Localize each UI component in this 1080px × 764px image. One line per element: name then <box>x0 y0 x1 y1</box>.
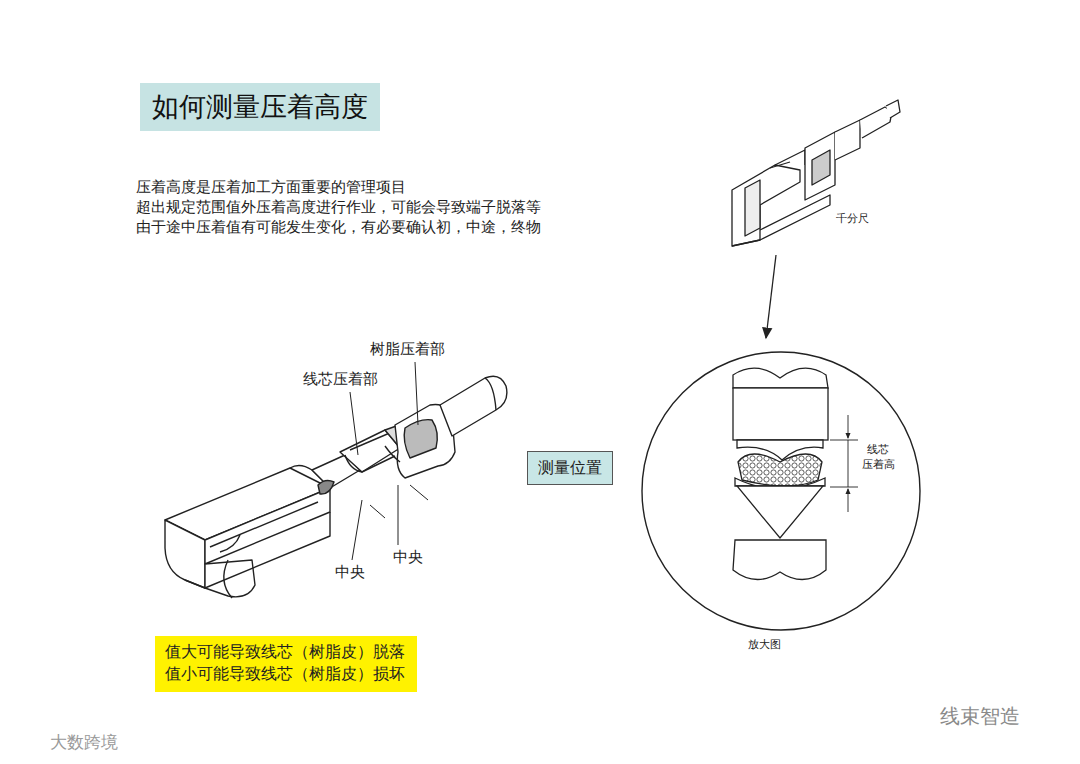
position-mark: 中央 <box>393 548 423 566</box>
position-mark: 中央 <box>335 563 365 581</box>
title-box: 如何测量压着高度 <box>140 83 380 131</box>
description-line: 压着高度是压着加工方面重要的管理项目 <box>136 178 406 196</box>
warning-highlight: 值大可能导致线芯（树脂皮）脱落值小可能导致线芯（树脂皮）损坏 <box>155 636 417 692</box>
title-text: 如何测量压着高度 <box>152 89 368 125</box>
part-name: 树脂压着部 <box>370 340 445 358</box>
description-line: 超出规定范围值外压着高度进行作业，可能会导致端子脱落等 <box>136 198 541 216</box>
watermark: 大数跨境 <box>50 732 118 752</box>
tool-name: 千分尺 <box>836 212 869 225</box>
circle-outline <box>640 350 922 632</box>
description-line: 由于途中压着值有可能发生变化，有必要确认初，中途，终物 <box>136 218 541 236</box>
magnified-circle: 线芯 压着高放大图 <box>640 350 922 632</box>
node-text: 值小可能导致线芯（树脂皮）损坏 <box>165 663 407 685</box>
position-box: 测量位置 <box>527 451 613 485</box>
node-text: 放大图 <box>748 638 781 653</box>
node-text: 测量位置 <box>538 457 602 479</box>
watermark: 线束智造 <box>940 704 1020 728</box>
part-name: 线芯压着部 <box>303 370 378 388</box>
node-text: 线芯 压着高 <box>860 443 896 473</box>
node-text: 值大可能导致线芯（树脂皮）脱落 <box>165 641 407 663</box>
